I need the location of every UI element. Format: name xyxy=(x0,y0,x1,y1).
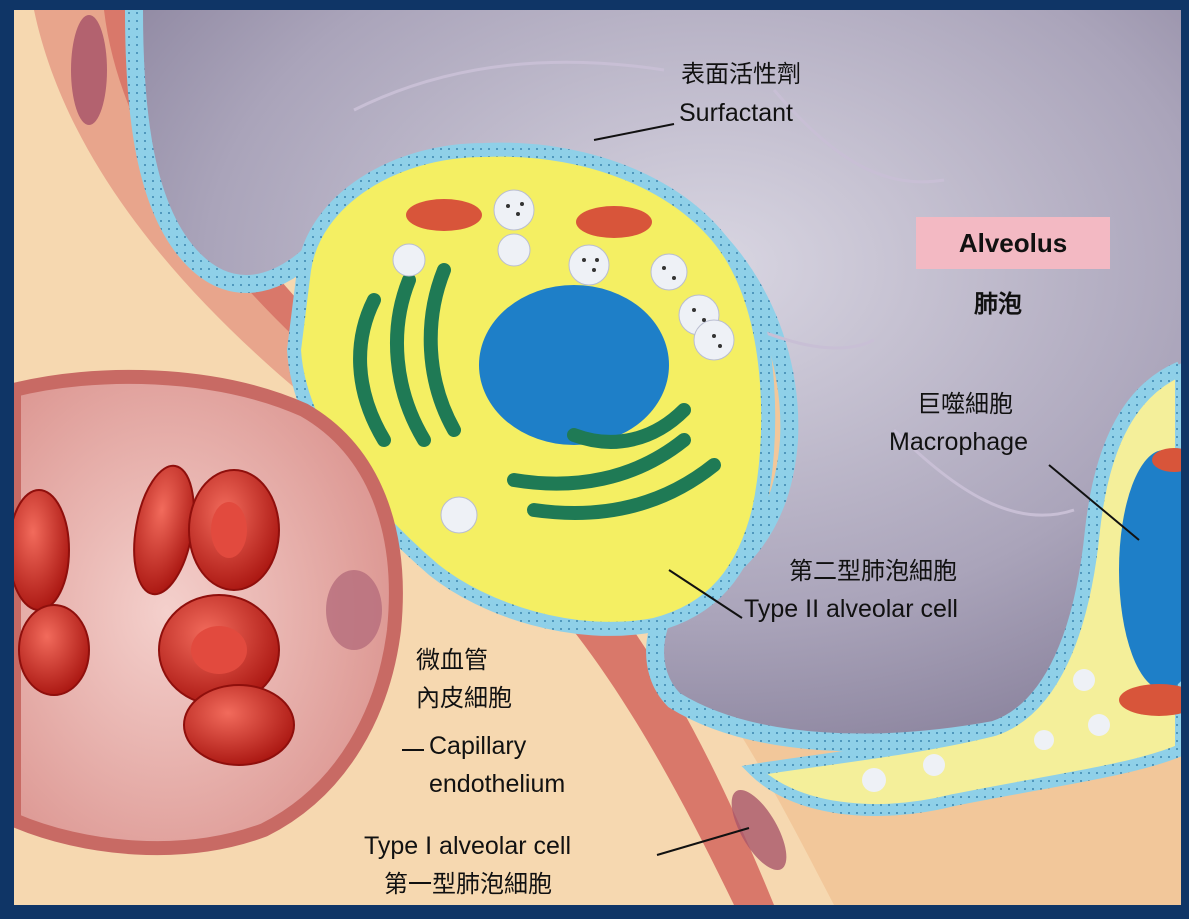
capillary-label-en-2: endothelium xyxy=(429,770,565,799)
type2-label-en: Type II alveolar cell xyxy=(744,595,958,624)
type1-label-zh: 第一型肺泡細胞 xyxy=(384,870,552,899)
type1-label-en: Type I alveolar cell xyxy=(364,832,571,861)
type2-nucleus xyxy=(479,285,669,445)
alveolus-illustration xyxy=(14,10,1181,905)
surfactant-label-en: Surfactant xyxy=(679,99,793,128)
macrophage-label-zh: 巨噬細胞 xyxy=(917,390,1013,419)
type2-label-zh: 第二型肺泡細胞 xyxy=(789,557,957,586)
capillary-label-zh-1: 微血管 xyxy=(416,646,488,675)
capillary-label-zh-2: 內皮細胞 xyxy=(416,684,512,713)
illustration-panel: 表面活性劑 Surfactant Alveolus 肺泡 巨噬細胞 Macrop… xyxy=(14,10,1181,905)
capillary-label-en-1: Capillary xyxy=(429,732,526,761)
alveolus-label-zh: 肺泡 xyxy=(974,284,1022,319)
surfactant-label-zh: 表面活性劑 xyxy=(681,60,801,89)
macrophage-label-en: Macrophage xyxy=(889,428,1028,457)
alveolus-label-en: Alveolus xyxy=(916,217,1110,269)
